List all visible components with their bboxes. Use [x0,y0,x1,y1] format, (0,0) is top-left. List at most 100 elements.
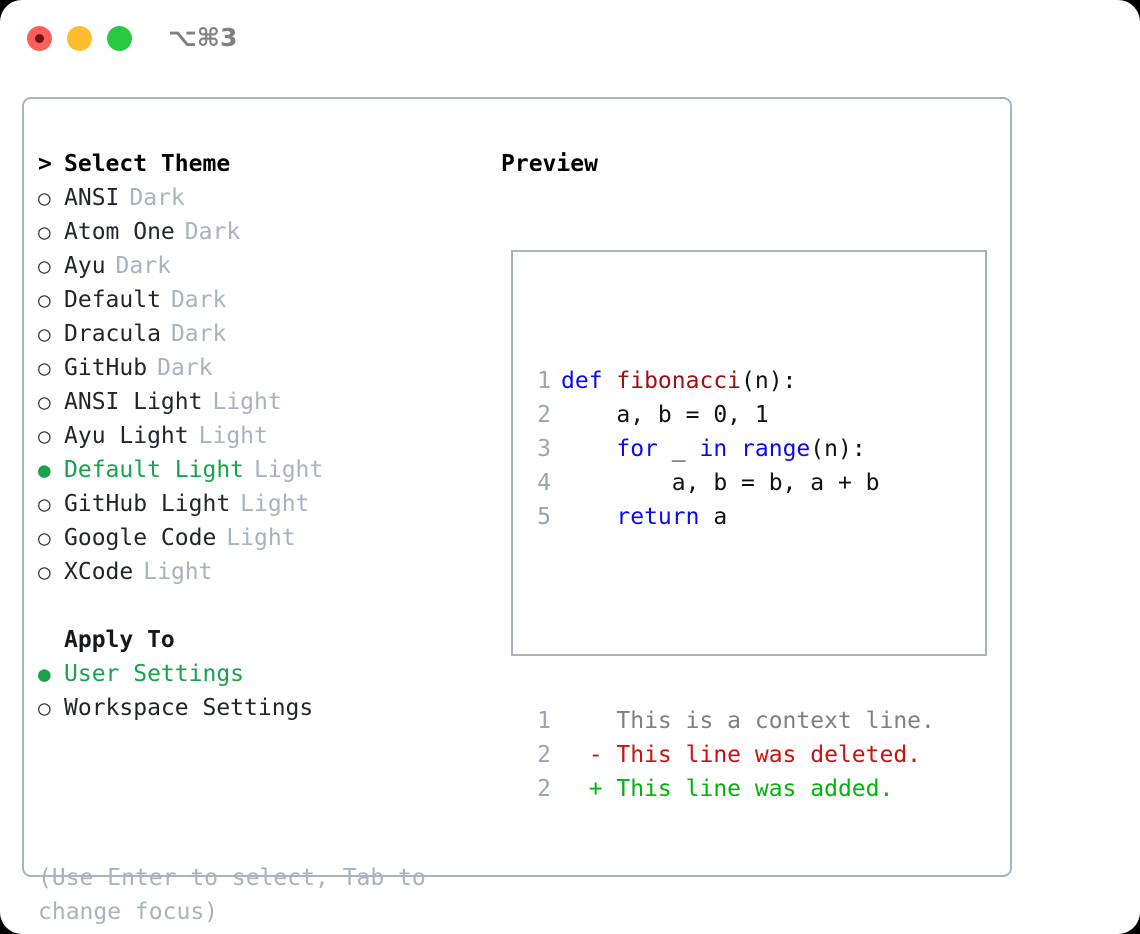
theme-variant-badge: Light [212,389,282,415]
diff-marker [561,708,616,734]
code-token: range [741,436,811,462]
close-button[interactable] [27,26,52,51]
code-token: a, b = 0, 1 [561,402,769,428]
code-line: 4 a, b = b, a + b [527,466,935,500]
theme-name: ANSI [64,185,120,211]
code-token: in [699,436,728,462]
keyboard-hint-line-2: change focus) [38,899,219,925]
theme-name: GitHub [64,355,148,381]
code-line-number: 2 [537,402,551,428]
code-token: a [699,504,728,530]
theme-picker-title: Select Theme [64,151,231,177]
code-token: for [616,436,658,462]
apply-to-option[interactable]: ○ Workspace Settings [38,691,488,725]
code-line: 5 return a [527,500,935,534]
diff-line-number: 1 [537,708,551,734]
close-icon [35,34,44,43]
radio-selected-icon: ● [38,458,51,482]
code-token: return [616,504,700,530]
theme-variant-badge: Light [143,559,213,585]
minimize-button[interactable] [67,26,92,51]
radio-unselected-icon: ○ [38,424,51,448]
radio-unselected-icon: ○ [38,356,51,380]
code-line-number: 1 [537,368,551,394]
diff-marker: + [561,776,617,802]
diff-text: This line was added. [616,776,894,802]
apply-to-option-label: Workspace Settings [64,695,314,721]
zoom-button[interactable] [107,26,132,51]
theme-list-item[interactable]: ○ XCode Light [38,555,488,589]
code-blank-line [527,602,935,636]
apply-to-option[interactable]: ●User Settings [38,657,488,691]
diff-line: 2 + This line was added. [527,772,935,806]
theme-name: GitHub Light [64,491,231,517]
preview-title: Preview [501,151,598,177]
diff-text: This is a context line. [616,708,935,734]
theme-name: Ayu [64,253,106,279]
radio-unselected-icon: ○ [38,220,51,244]
theme-list-item[interactable]: ○ ANSI Light Light [38,385,488,419]
code-token: a, b = b, a + b [561,470,880,496]
theme-list-item[interactable]: ● Default Light Light [38,453,488,487]
diff-line: 1 This is a context line. [527,704,935,738]
code-token: def [561,368,617,394]
radio-unselected-icon: ○ [38,254,51,278]
window-shortcut-label: ⌥⌘3 [168,23,238,52]
code-token: fibonacci [616,368,742,394]
code-line: 1 def fibonacci(n): [527,364,935,398]
diff-line: 2 - This line was deleted. [527,738,935,772]
radio-unselected-icon: ○ [38,560,51,584]
theme-variant-badge: Light [226,525,296,551]
radio-unselected-icon: ○ [38,186,51,210]
theme-name: Default [64,287,161,313]
theme-name: Ayu Light [64,423,189,449]
theme-variant-badge: Dark [170,321,227,347]
keyboard-hint-line-1: (Use Enter to select, Tab to [38,865,426,891]
apply-to-list: ●User Settings ○ Workspace Settings [38,657,488,725]
theme-name: Google Code [64,525,217,551]
theme-name: Atom One [64,219,175,245]
theme-variant-badge: Light [254,457,324,483]
diff-text: This line was deleted. [616,742,922,768]
theme-list-item[interactable]: ○ ANSI Dark [38,181,488,215]
diff-marker: - [561,742,617,768]
theme-name: ANSI Light [64,389,203,415]
theme-picker-header: >Select Theme [38,147,488,181]
code-token: (n): [741,368,797,394]
code-token: (n): [810,436,866,462]
radio-unselected-icon: ○ [38,322,51,346]
list-spacer [38,589,488,623]
diff-line-number: 2 [537,776,551,802]
apply-to-title: Apply To [64,627,175,653]
code-line: 2 a, b = 0, 1 [527,398,935,432]
theme-variant-badge: Light [240,491,310,517]
radio-unselected-icon: ○ [38,390,51,414]
radio-unselected-icon: ○ [38,696,51,720]
diff-sample: 1 This is a context line.2 - This line w… [527,704,935,806]
theme-name: XCode [64,559,134,585]
apply-to-title-row: Apply To [38,623,488,657]
theme-variant-badge: Dark [129,185,185,211]
theme-list-item[interactable]: ○ Dracula Dark [38,317,488,351]
code-line-number: 4 [537,470,551,496]
code-line: 3 for _ in range(n): [527,432,935,466]
theme-name: Dracula [64,321,161,347]
theme-name: Default Light [64,457,245,483]
radio-selected-icon: ● [38,662,51,686]
code-token [561,436,616,462]
theme-list-item[interactable]: ○ Ayu Dark [38,249,488,283]
theme-variant-badge: Dark [115,253,171,279]
